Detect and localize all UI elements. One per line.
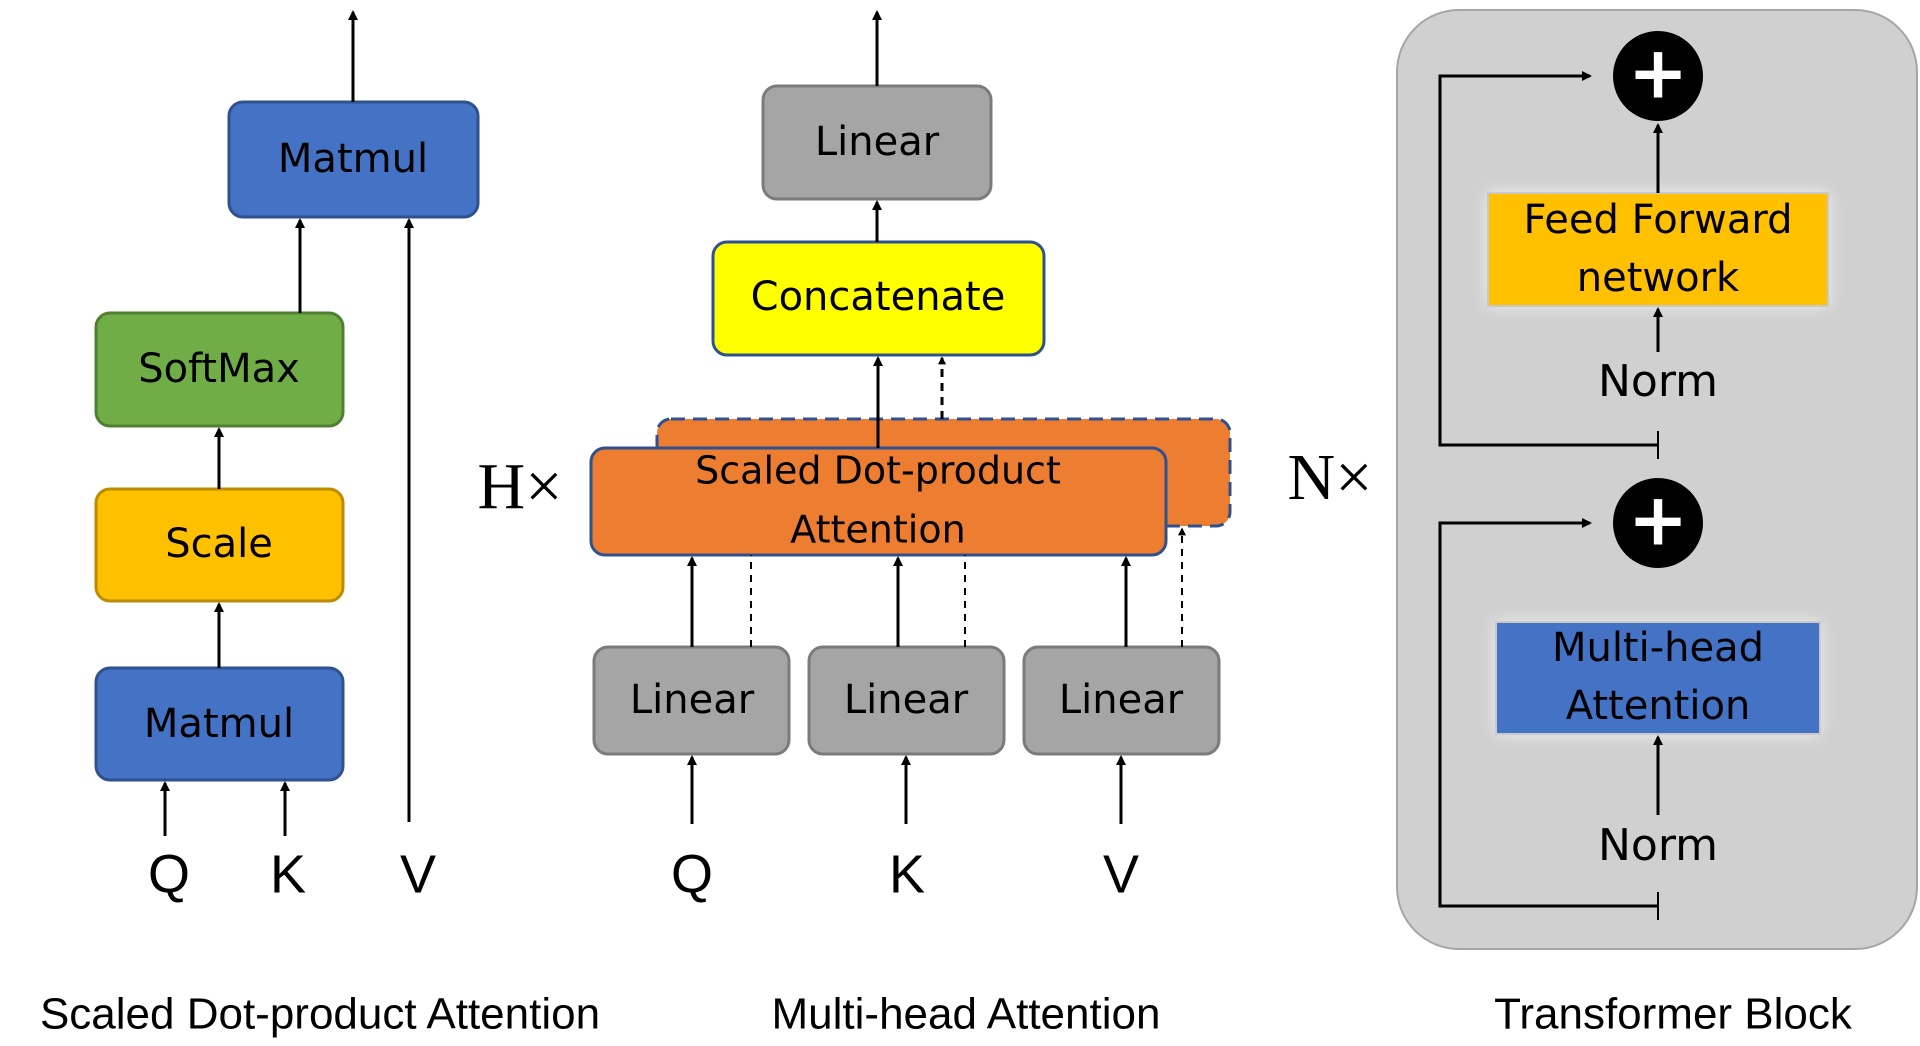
n-times-label: N× xyxy=(1288,441,1373,514)
h-times-label: H× xyxy=(478,450,563,523)
middle-caption: Multi-head Attention xyxy=(772,990,1161,1039)
left-caption: Scaled Dot-product Attention xyxy=(40,990,600,1039)
left-panel: Matmul SoftMax Scale Matmul Q K V Scaled… xyxy=(40,10,600,1039)
matmul-top-label: Matmul xyxy=(278,136,428,182)
right-panel: + + Feed Forward network Norm Multi-head… xyxy=(1396,9,1918,1039)
sdpa-label-line1: Scaled Dot-product xyxy=(695,449,1061,493)
mh-input-v-label: V xyxy=(1103,844,1139,904)
mh-input-q-label: Q xyxy=(671,844,713,904)
norm-top-label: Norm xyxy=(1598,356,1718,407)
input-k-label: K xyxy=(270,844,306,904)
ffn-box xyxy=(1487,192,1829,307)
ffn-label-line2: network xyxy=(1577,255,1740,301)
linear-v-label: Linear xyxy=(1059,677,1184,723)
mh-input-k-label: K xyxy=(889,844,925,904)
mha-label-line2: Attention xyxy=(1566,683,1751,729)
mha-box xyxy=(1495,621,1821,735)
add-symbol-top: + xyxy=(1628,31,1688,115)
scale-label: Scale xyxy=(165,521,273,567)
concatenate-label: Concatenate xyxy=(751,274,1006,320)
add-symbol-bottom: + xyxy=(1628,478,1688,562)
middle-panel: Linear Concatenate Scaled Dot-product At… xyxy=(478,10,1232,1039)
linear-q-label: Linear xyxy=(630,677,755,723)
mha-label-line1: Multi-head xyxy=(1552,625,1764,671)
linear-k-box xyxy=(807,645,1006,756)
norm-bottom-label: Norm xyxy=(1598,820,1718,871)
input-v-label: V xyxy=(400,844,436,904)
matmul-bottom-label: Matmul xyxy=(144,701,294,747)
linear-v-box xyxy=(1022,645,1221,756)
residual-line-top xyxy=(1438,71,1658,447)
right-caption: Transformer Block xyxy=(1494,990,1853,1039)
ffn-label-line1: Feed Forward xyxy=(1523,197,1792,243)
add-circle-bottom xyxy=(1613,478,1703,568)
add-circle-top xyxy=(1613,31,1703,121)
sdpa-label-line2: Attention xyxy=(790,508,965,552)
softmax-label: SoftMax xyxy=(138,346,300,392)
softmax-box xyxy=(94,311,345,428)
linear-k-label: Linear xyxy=(844,677,969,723)
linear-top-label: Linear xyxy=(815,119,940,165)
residual-line-bottom xyxy=(1438,518,1658,908)
input-q-label: Q xyxy=(148,844,190,904)
